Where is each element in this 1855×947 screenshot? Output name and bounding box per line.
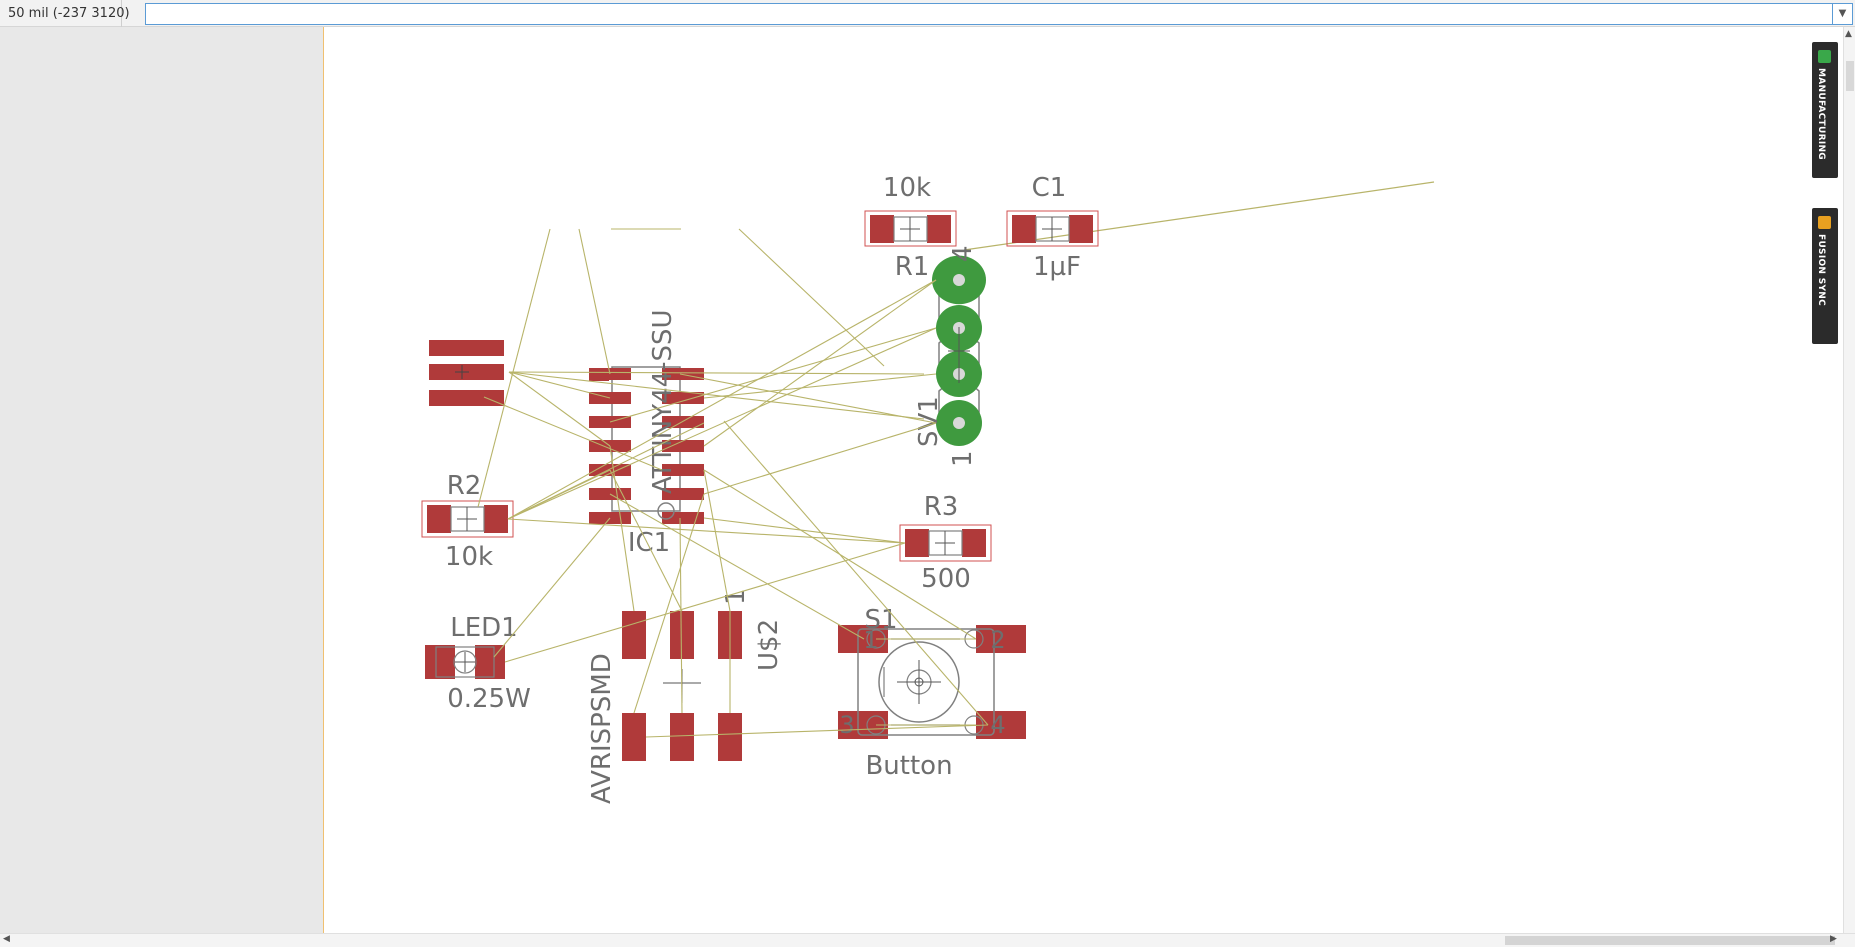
airwire [609, 469, 683, 612]
airwire [507, 518, 906, 544]
airwire [738, 228, 885, 367]
fusion-sync-icon [1818, 216, 1831, 229]
s1-pin3-label: 3 [839, 711, 854, 739]
manufacturing-tab[interactable]: MANUFACTURING [1812, 42, 1838, 178]
s1-pin4-label: 4 [990, 711, 1005, 739]
ic1-value-label: ATTINY44-SSU [648, 309, 678, 494]
r2-value-label: 10k [445, 542, 493, 572]
vertical-scroll-thumb[interactable] [1846, 61, 1854, 91]
left-panel [0, 27, 323, 933]
scroll-up-icon[interactable]: ▲ [1845, 29, 1852, 39]
airwire [508, 371, 925, 375]
vertical-scrollbar[interactable]: ▲ [1843, 27, 1855, 933]
airwire [508, 371, 611, 447]
fusion-sync-tab-label: FUSION SYNC [1816, 234, 1826, 307]
sot-footprint[interactable] [429, 340, 504, 406]
r3-name-label: R3 [924, 492, 959, 522]
command-line-input[interactable] [145, 3, 1833, 25]
r1-name-label: R1 [895, 252, 930, 282]
airwire [645, 724, 989, 738]
airwire [507, 469, 611, 520]
airwire [703, 517, 906, 544]
r3-value-label: 500 [921, 564, 971, 594]
scroll-left-icon[interactable]: ◀ [3, 934, 10, 944]
command-toolbar: 50 mil (-237 3120) ▼ [0, 0, 1855, 27]
airwire [703, 373, 937, 399]
sv1-pin1-label: 1 [948, 450, 978, 467]
r3-footprint[interactable] [899, 524, 992, 562]
us2-name-label: U$2 [754, 619, 784, 671]
airwire [508, 371, 611, 399]
s1-pin1-label: 1 [863, 626, 878, 654]
airwire [679, 517, 683, 714]
s1-name-label: S1 [864, 605, 897, 635]
s1-value-label: Button [865, 751, 952, 781]
led1-value-label: 0.25W [447, 684, 531, 714]
r1-value-label: 10k [883, 173, 931, 203]
coordinate-readout: 50 mil (-237 3120) [0, 0, 130, 27]
airwire [609, 327, 937, 423]
chevron-down-icon: ▼ [1838, 8, 1847, 19]
airwire [483, 396, 663, 471]
r2-name-label: R2 [447, 471, 482, 501]
horizontal-scroll-thumb[interactable] [1505, 936, 1835, 945]
ratsnest-airwires [477, 228, 989, 738]
ic1-name-label: IC1 [628, 528, 670, 558]
board-drawing: 10k R1 C1 1µF [421, 173, 1435, 804]
airwire [493, 517, 611, 658]
us2-value-label: AVRISPSMD [587, 653, 617, 804]
airwire [609, 493, 865, 640]
airwire [963, 181, 1435, 251]
r1-footprint[interactable] [864, 210, 957, 247]
s1-pin2-label: 2 [990, 626, 1005, 654]
horizontal-scrollbar[interactable]: ◀ ▶ [0, 933, 1855, 947]
airwire [578, 228, 611, 375]
airwire [703, 422, 937, 495]
airwire [507, 327, 937, 520]
ic1-footprint[interactable] [589, 366, 704, 524]
airwire [679, 373, 937, 424]
sv1-pin4-label: 4 [948, 245, 978, 262]
airwire [504, 542, 906, 663]
airwire [703, 279, 937, 447]
board-canvas[interactable]: 10k R1 C1 1µF [323, 27, 1844, 933]
airwire [633, 493, 705, 714]
airwire [508, 371, 925, 420]
manufacturing-icon [1818, 50, 1831, 63]
led1-name-label: LED1 [450, 613, 517, 643]
airwire [703, 469, 731, 612]
airwire [703, 469, 977, 640]
r2-footprint[interactable] [421, 500, 514, 538]
command-history-dropdown[interactable]: ▼ [1833, 3, 1853, 25]
c1-footprint[interactable] [1006, 210, 1099, 247]
c1-name-label: C1 [1032, 173, 1067, 203]
sv1-footprint[interactable] [932, 255, 986, 446]
airwire [477, 228, 551, 508]
airwire [507, 279, 937, 520]
airwire [609, 445, 635, 612]
scroll-right-icon[interactable]: ▶ [1830, 934, 1837, 944]
manufacturing-tab-label: MANUFACTURING [1816, 68, 1826, 160]
c1-value-label: 1µF [1033, 252, 1081, 282]
airwire [723, 420, 989, 726]
led1-footprint[interactable] [425, 645, 505, 679]
fusion-sync-tab[interactable]: FUSION SYNC [1812, 208, 1838, 344]
